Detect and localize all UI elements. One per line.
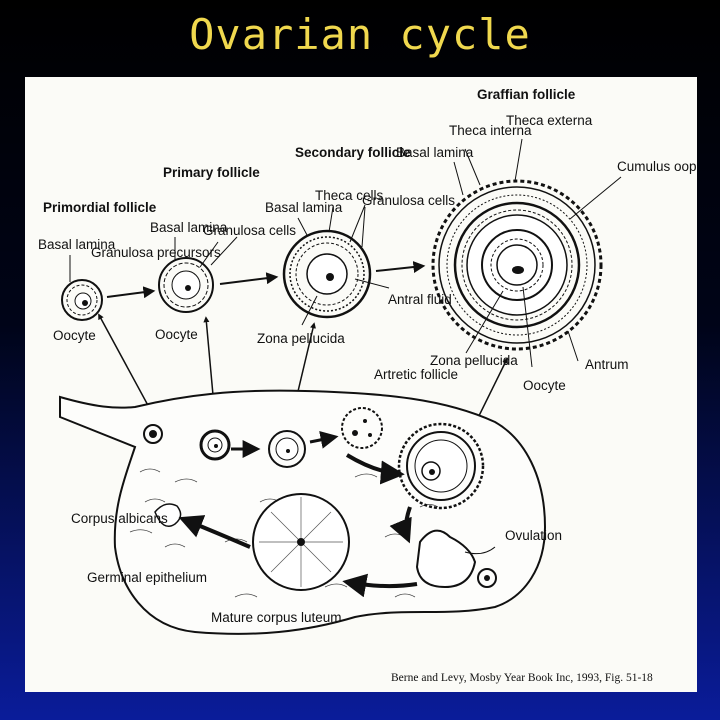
label-theca-externa: Theca externa: [506, 113, 593, 128]
label-oocyte-graffian: Oocyte: [523, 378, 566, 393]
primary-follicle-drawing: [158, 257, 214, 313]
label-primordial-follicle: Primordial follicle: [43, 200, 157, 215]
label-granulosa-cells-primary: Granulosa cells: [203, 223, 296, 238]
label-graffian-follicle: Graffian follicle: [477, 87, 576, 102]
ovarian-cycle-diagram: Primordial follicle Primary follicle Sec…: [38, 87, 697, 684]
arrow-primordial-to-primary: [106, 286, 156, 299]
label-zona-pellucida-graffian: Zona pellucida: [430, 353, 518, 368]
secondary-follicle-drawing: [282, 229, 372, 319]
ovary-cycle-arrows: [178, 430, 418, 598]
label-artretic-follicle: Artretic follicle: [374, 367, 458, 382]
ovary-drawing: [59, 389, 547, 635]
label-secondary-follicle: Secondary follicle: [295, 145, 411, 160]
label-primary-follicle: Primary follicle: [163, 165, 260, 180]
label-theca-interna: Theca interna: [449, 123, 532, 138]
arrow-primary-to-secondary: [219, 272, 279, 285]
label-granulosa-precursors: Granulosa precursors: [91, 245, 221, 260]
graffian-follicle-drawing: [431, 179, 603, 351]
label-germinal-epithelium: Germinal epithelium: [87, 570, 207, 585]
ovarian-cycle-figure: Primordial follicle Primary follicle Sec…: [25, 77, 697, 692]
figure-citation: Berne and Levy, Mosby Year Book Inc, 199…: [391, 672, 653, 684]
primordial-follicle-drawing: [61, 279, 103, 321]
label-oocyte-primary: Oocyte: [155, 327, 198, 342]
label-basal-lamina-secondary: Basal lamina: [265, 200, 343, 215]
label-basal-lamina-graffian: Basal lamina: [396, 145, 474, 160]
label-granulosa-cells-secondary: Granulosa cells: [362, 193, 455, 208]
label-oocyte-primordial: Oocyte: [53, 328, 96, 343]
label-zona-pellucida-secondary: Zona pellucida: [257, 331, 345, 346]
arrow-secondary-to-graffian: [375, 261, 426, 273]
label-antrum: Antrum: [585, 357, 629, 372]
label-basal-lamina-primordial: Basal lamina: [38, 237, 116, 252]
label-corpus-albicans: Corpus albicans: [71, 511, 168, 526]
label-basal-lamina-primary: Basal lamina: [150, 220, 228, 235]
label-cumulus-oophorus: Cumulus oophorus: [617, 159, 697, 174]
label-antral-fluid: Antral fluid: [388, 292, 452, 307]
label-pointer-lines: [69, 138, 622, 368]
label-theca-cells: Theca cells: [315, 188, 384, 203]
label-mature-corpus-luteum: Mature corpus luteum: [211, 610, 342, 625]
label-ovulation: Ovulation: [505, 528, 562, 543]
slide-title: Ovarian cycle: [189, 10, 531, 59]
